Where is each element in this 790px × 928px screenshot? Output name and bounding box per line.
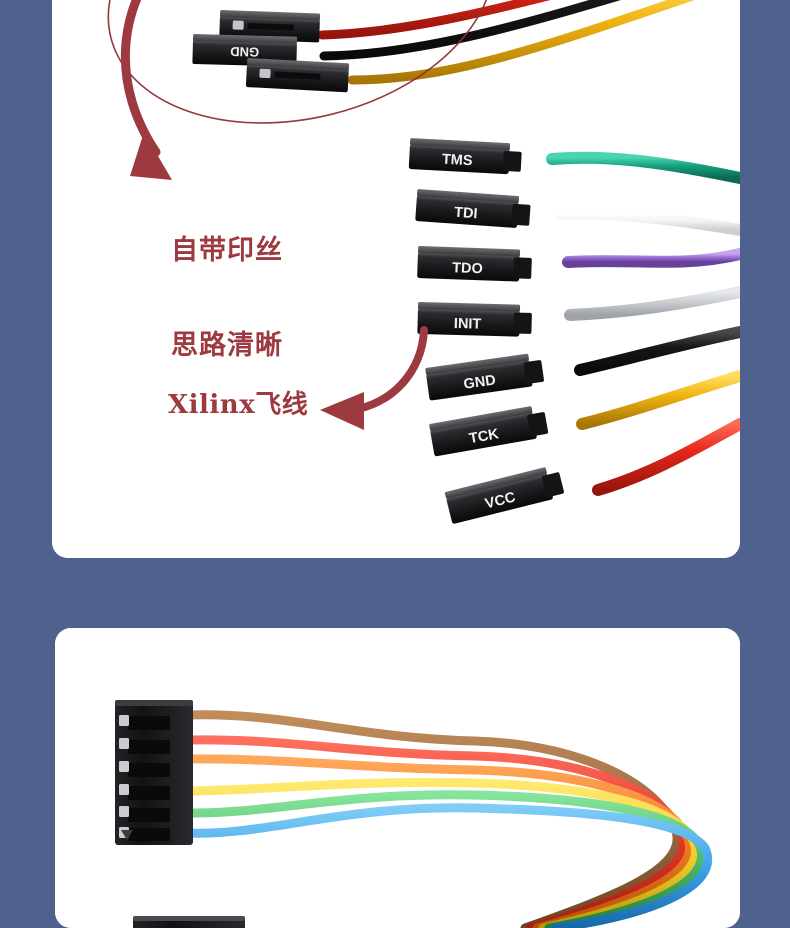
dupont-housing-secondary: [133, 916, 245, 928]
connector-vcc: VCC: [444, 467, 564, 524]
connector-label-tms: TMS: [441, 152, 473, 170]
top-conn-silkscreen-gnd: GND: [230, 44, 259, 60]
connector-init: INIT: [417, 302, 532, 337]
top-wire-bundle: GND: [192, 0, 695, 93]
product-detail-page: GND: [52, 0, 740, 928]
rainbow-ribbon-photograph: [55, 628, 740, 928]
top-product-card: GND: [52, 0, 740, 558]
connector-tdo: TDO: [417, 246, 532, 282]
dupont-housing-6pin: [115, 700, 193, 845]
connector-tdi: TDI: [415, 189, 531, 228]
feature-line-2: 思路清晰: [171, 330, 283, 362]
product-name-annotation: Xilinx飞线: [168, 390, 309, 420]
connector-label-vcc: VCC: [484, 489, 518, 512]
connector-label-tdo: TDO: [452, 260, 483, 277]
feature-line-1: 自带印丝: [171, 234, 283, 266]
bottom-product-card: [55, 628, 740, 928]
arrow-to-feature: [121, 0, 172, 180]
feature-annotation: 自带印丝 思路清晰: [171, 171, 283, 426]
connector-gnd: GND: [425, 353, 544, 401]
connector-label-gnd: GND: [463, 372, 497, 392]
labeled-connectors: TMS TDI TDO: [408, 138, 740, 524]
connector-label-tck: TCK: [468, 426, 501, 447]
connector-tms: TMS: [408, 138, 522, 175]
highlight-ellipse: [107, 0, 495, 124]
arrow-to-product: [320, 326, 428, 430]
connector-label-tdi: TDI: [454, 205, 478, 223]
connector-tck: TCK: [429, 406, 549, 457]
top-conn-5: [245, 58, 350, 93]
xilinx-flywire-photograph: GND: [52, 0, 740, 558]
connector-label-init: INIT: [454, 316, 482, 333]
